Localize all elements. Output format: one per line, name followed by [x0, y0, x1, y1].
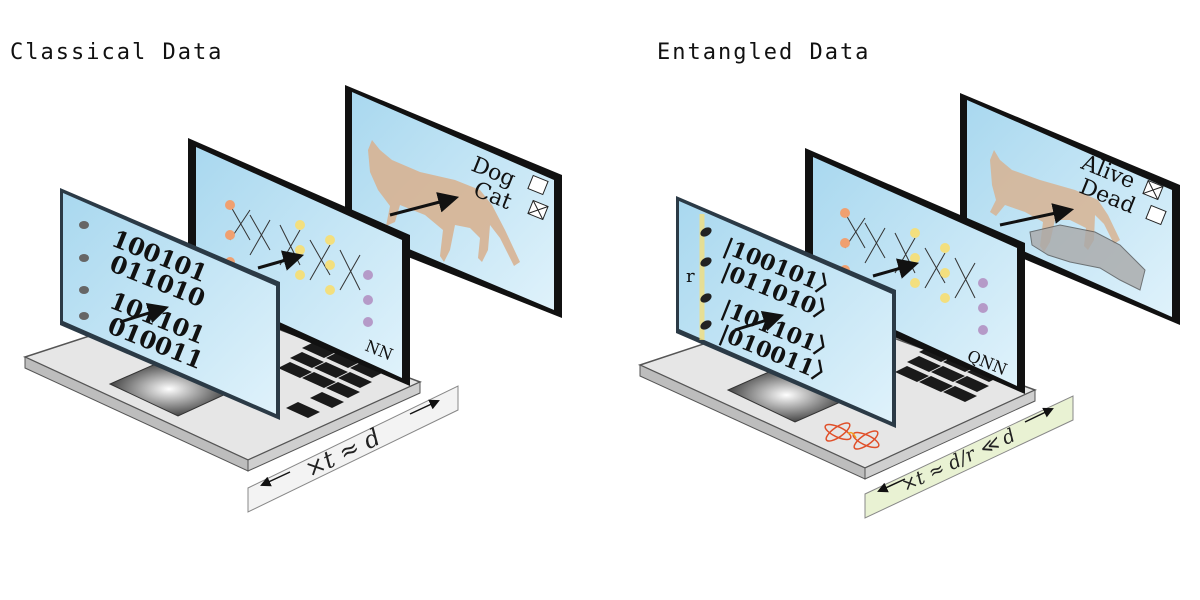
checkbox-dog — [527, 174, 549, 196]
classical-input-screen: 100101 011010 101101 010011 — [60, 188, 280, 420]
side-label-r: r — [686, 266, 695, 287]
entangled-input-screen: r |100101〉 |011010〉 |101101〉 |010011〉 — [676, 196, 896, 428]
entangled-atoms-icon — [824, 422, 880, 450]
classical-network-screen: NN — [188, 138, 410, 386]
input-dots — [79, 221, 89, 320]
title-classical-data: Classical Data — [10, 40, 224, 65]
keyboard — [278, 342, 384, 418]
checkbox-cat-checked — [527, 199, 549, 221]
nn-edges — [229, 204, 361, 291]
qnn-edges — [844, 212, 976, 299]
cat-silhouette-dead — [1029, 224, 1146, 291]
qubit-icons — [700, 227, 712, 330]
title-entangled-data: Entangled Data — [657, 40, 871, 65]
checkbox-dead — [1145, 204, 1167, 226]
classical-output-screen: Dog Cat — [345, 85, 562, 318]
checkbox-alive-checked — [1142, 179, 1164, 201]
cat-silhouette-alive — [990, 150, 1120, 252]
entangled-output-screen: Alive Dead — [960, 93, 1180, 325]
